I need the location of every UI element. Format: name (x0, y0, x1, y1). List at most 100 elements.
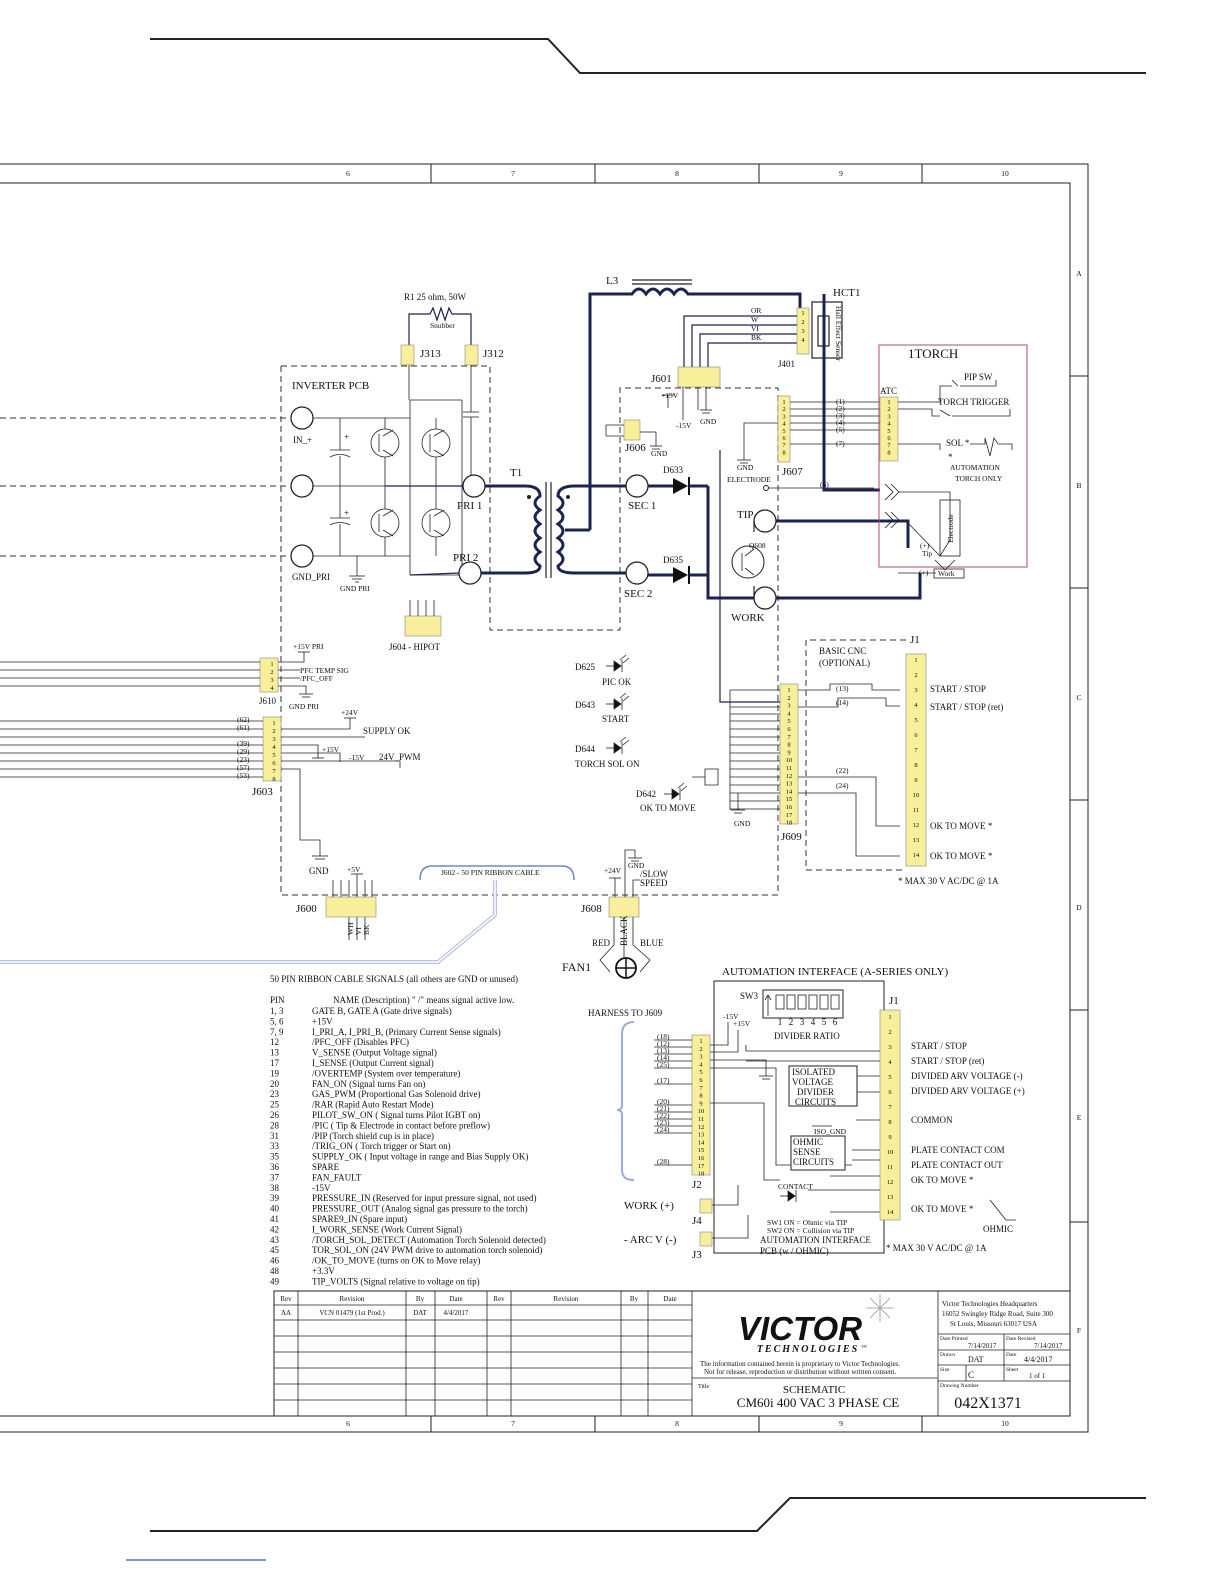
connector-j607 (777, 395, 791, 463)
rev-cell: 4/4/2017 (444, 1309, 469, 1317)
harness-wire-label: (18) (657, 1032, 670, 1041)
left-connectors: J610 +15V PRI PFC TEMP SIG /PFC_OFF GND … (0, 642, 575, 964)
auto-j1-pin11: PLATE CONTACT OUT (911, 1160, 1003, 1170)
t1-label: T1 (510, 467, 522, 479)
ribbon-row-name: V_SENSE (Output Voltage signal) (312, 1048, 437, 1058)
ribbon-table-title: 50 PIN RIBBON CABLE SIGNALS (all others … (270, 974, 518, 984)
ribbon-row-pin: 25 (270, 1100, 280, 1110)
j2-pin-number: 7 (699, 1085, 703, 1092)
hct1-label: HCT1 (833, 287, 861, 299)
auto-j1-pin-number: 7 (888, 1104, 892, 1111)
j603-wire-label: (61) (237, 723, 250, 732)
auto-j1-pin-number: 13 (887, 1194, 894, 1201)
j609-pin-number: 5 (787, 718, 790, 725)
arc-v-label: - ARC V (-) (624, 1234, 677, 1246)
iso-line: VOLTAGE (792, 1077, 833, 1087)
auto-j1-pin-number: 14 (887, 1209, 894, 1216)
led-d643 (606, 692, 630, 710)
j606-label: J606 (625, 442, 646, 454)
pwm-label: 24V_PWM (379, 752, 421, 762)
drawn-label: Drawn (940, 1352, 955, 1358)
cnc-j1-pin-number: 10 (913, 792, 920, 799)
cnc-start-stop-label: START / STOP (930, 684, 986, 694)
harness-wires: (18)(12)(13)(14)(25)(17)(20)(21)(22)(23)… (654, 1032, 692, 1166)
zone-col-label: 9 (839, 169, 843, 178)
zone-row-label: E (1077, 1113, 1082, 1122)
cnc-j1-pin-number: 3 (914, 687, 917, 694)
j603-wire-label: (57) (237, 763, 250, 772)
torch-title: 1TORCH (908, 346, 958, 361)
gndpri-label: GND PRI (289, 702, 319, 711)
ribbon-row-name: /OK_TO_MOVE (turns on OK to Move relay) (312, 1256, 480, 1266)
ribbon-row-name: GATE B, GATE A (Gate drive signals) (312, 1006, 452, 1016)
j609-pin-number: 15 (786, 796, 793, 803)
supply-ok-label: SUPPLY OK (363, 726, 411, 736)
cnc-j1-pin-number: 8 (914, 762, 917, 769)
ribbon-row-name: I_WORK_SENSE (Work Current Signal) (312, 1224, 462, 1234)
auto-j1-pin-number: 3 (888, 1044, 891, 1051)
ribbon-row-pin: 46 (270, 1256, 280, 1266)
sheet-label: Sheet (1006, 1367, 1019, 1373)
auto-m15-label: -15V (723, 1012, 739, 1021)
ribbon-signal-table: 50 PIN RIBBON CABLE SIGNALS (all others … (270, 974, 546, 1286)
harness-wire-label: (28) (657, 1157, 670, 1166)
harness-wire-label: (25) (657, 1060, 670, 1069)
j609-label: J609 (781, 831, 802, 843)
zone-col-label: 7 (511, 1419, 515, 1428)
start-label: START (602, 714, 630, 724)
j401-pin-number: 2 (801, 319, 804, 326)
tip-plus-label: (+) (920, 541, 930, 550)
terminal-mid (290, 474, 314, 498)
atc-pin-number: 8 (887, 449, 890, 456)
j600-wire-label: WH (346, 922, 355, 935)
auto-j1-pin-number: 1 (888, 1014, 891, 1021)
date-value: 4/4/2017 (1024, 1355, 1052, 1364)
in-plus-label: IN_+ (293, 435, 312, 445)
connector-j601 (677, 366, 721, 388)
atc-pin-number: 2 (887, 406, 890, 413)
j609-pin-number: 10 (786, 757, 793, 764)
auto-j1-pin-number: 8 (888, 1119, 891, 1126)
size-value: C (968, 1370, 974, 1380)
rev-header: By (416, 1295, 425, 1303)
j609-pin-number: 17 (786, 812, 793, 819)
gnd-pri-label: GND_PRI (292, 572, 330, 582)
m15-label: -15V (349, 753, 365, 762)
j2-pin-number: 6 (699, 1077, 703, 1084)
ribbon-row-name: +3.3V (312, 1266, 335, 1276)
size-label: Size (940, 1367, 950, 1373)
rev-header: Date (449, 1295, 462, 1303)
auto-j1-pin-number: 6 (888, 1089, 892, 1096)
terminal-sec1 (625, 474, 649, 498)
cnc-j1-pin-number: 12 (913, 822, 920, 829)
pip-sw-label: PIP SW (964, 372, 993, 382)
j609-pin-number: 11 (786, 765, 792, 772)
harness-wire-label: (17) (657, 1076, 670, 1085)
j609-pin-number: 16 (786, 804, 793, 811)
j2-pin-number: 8 (699, 1093, 702, 1100)
rev-header: Rev (280, 1295, 292, 1303)
zone-labels: 6 7 8 9 10 6 7 8 9 10 A B C D E F (346, 169, 1082, 1428)
j2-pin-number: 2 (699, 1046, 702, 1053)
connector-j608 (608, 896, 640, 918)
pcb-label-1: AUTOMATION INTERFACE (760, 1235, 871, 1245)
j2-pin-number: 11 (698, 1116, 704, 1123)
drawing-title-2: CM60i 400 VAC 3 PHASE CE (737, 1395, 899, 1410)
connector-j600 (325, 896, 377, 918)
ribbon-row-pin: 28 (270, 1120, 280, 1130)
trademark-mark: ™ (861, 1345, 867, 1351)
cnc-j1-pin-number: 9 (914, 777, 917, 784)
zone-col-label: 9 (839, 1419, 843, 1428)
cnc-start-ret-label: START / STOP (ret) (930, 702, 1003, 712)
j2-pin-number: 1 (699, 1038, 702, 1045)
work-plus-label: (+) (919, 568, 929, 577)
cnc-wire-label: (24) (836, 781, 849, 790)
dip-num: 3 (800, 1017, 805, 1027)
ribbon-row-name: GAS_PWM (Proportional Gas Solenoid drive… (312, 1089, 481, 1099)
torch-boundary (878, 344, 1028, 568)
ribbon-row-pin: 33 (270, 1141, 280, 1151)
auto-j1-pin5: DIVIDED ARV VOLTAGE (-) (911, 1071, 1023, 1081)
p15pri-label: +15V PRI (293, 642, 324, 651)
j2-pin-number: 14 (698, 1139, 705, 1146)
rev-header: Date (663, 1295, 676, 1303)
